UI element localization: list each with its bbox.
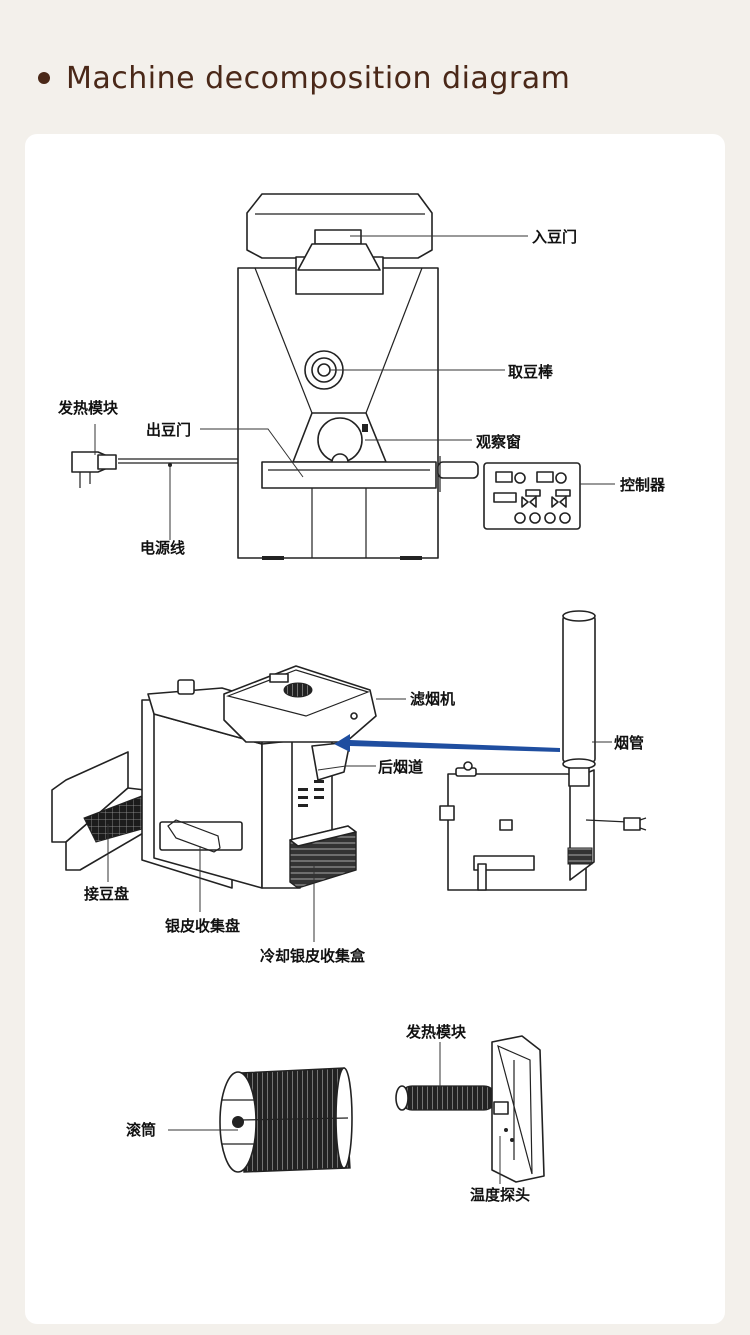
label-outlet-door: 出豆门	[146, 421, 191, 439]
page-title: Machine decomposition diagram	[66, 60, 571, 96]
label-inlet-door: 入豆门	[532, 228, 577, 246]
bullet-dot	[38, 72, 50, 84]
vent-slots	[298, 780, 324, 807]
label-drum: 滚筒	[126, 1121, 156, 1139]
label-cooling-chaff-box: 冷却银皮收集盒	[260, 947, 366, 965]
label-power-cord: 电源线	[140, 539, 185, 557]
components-view	[168, 1035, 545, 1184]
label-temp-probe: 温度探头	[470, 1186, 530, 1204]
front-view	[71, 193, 615, 560]
isometric-view	[51, 610, 647, 942]
label-smoke-filter: 滤烟机	[410, 690, 455, 708]
label-bean-stick: 取豆棒	[508, 363, 554, 381]
label-bean-tray: 接豆盘	[84, 885, 129, 903]
label-rear-flue: 后烟道	[378, 758, 423, 776]
label-chimney: 烟管	[614, 734, 644, 752]
section-header: Machine decomposition diagram	[38, 58, 570, 98]
label-chaff-tray: 银皮收集盘	[165, 917, 240, 935]
label-controller: 控制器	[620, 476, 666, 494]
label-viewing-window: 观察窗	[476, 433, 521, 451]
label-heating-module-bottom: 发热模块	[405, 1023, 467, 1041]
label-heating-module-top: 发热模块	[57, 399, 119, 417]
